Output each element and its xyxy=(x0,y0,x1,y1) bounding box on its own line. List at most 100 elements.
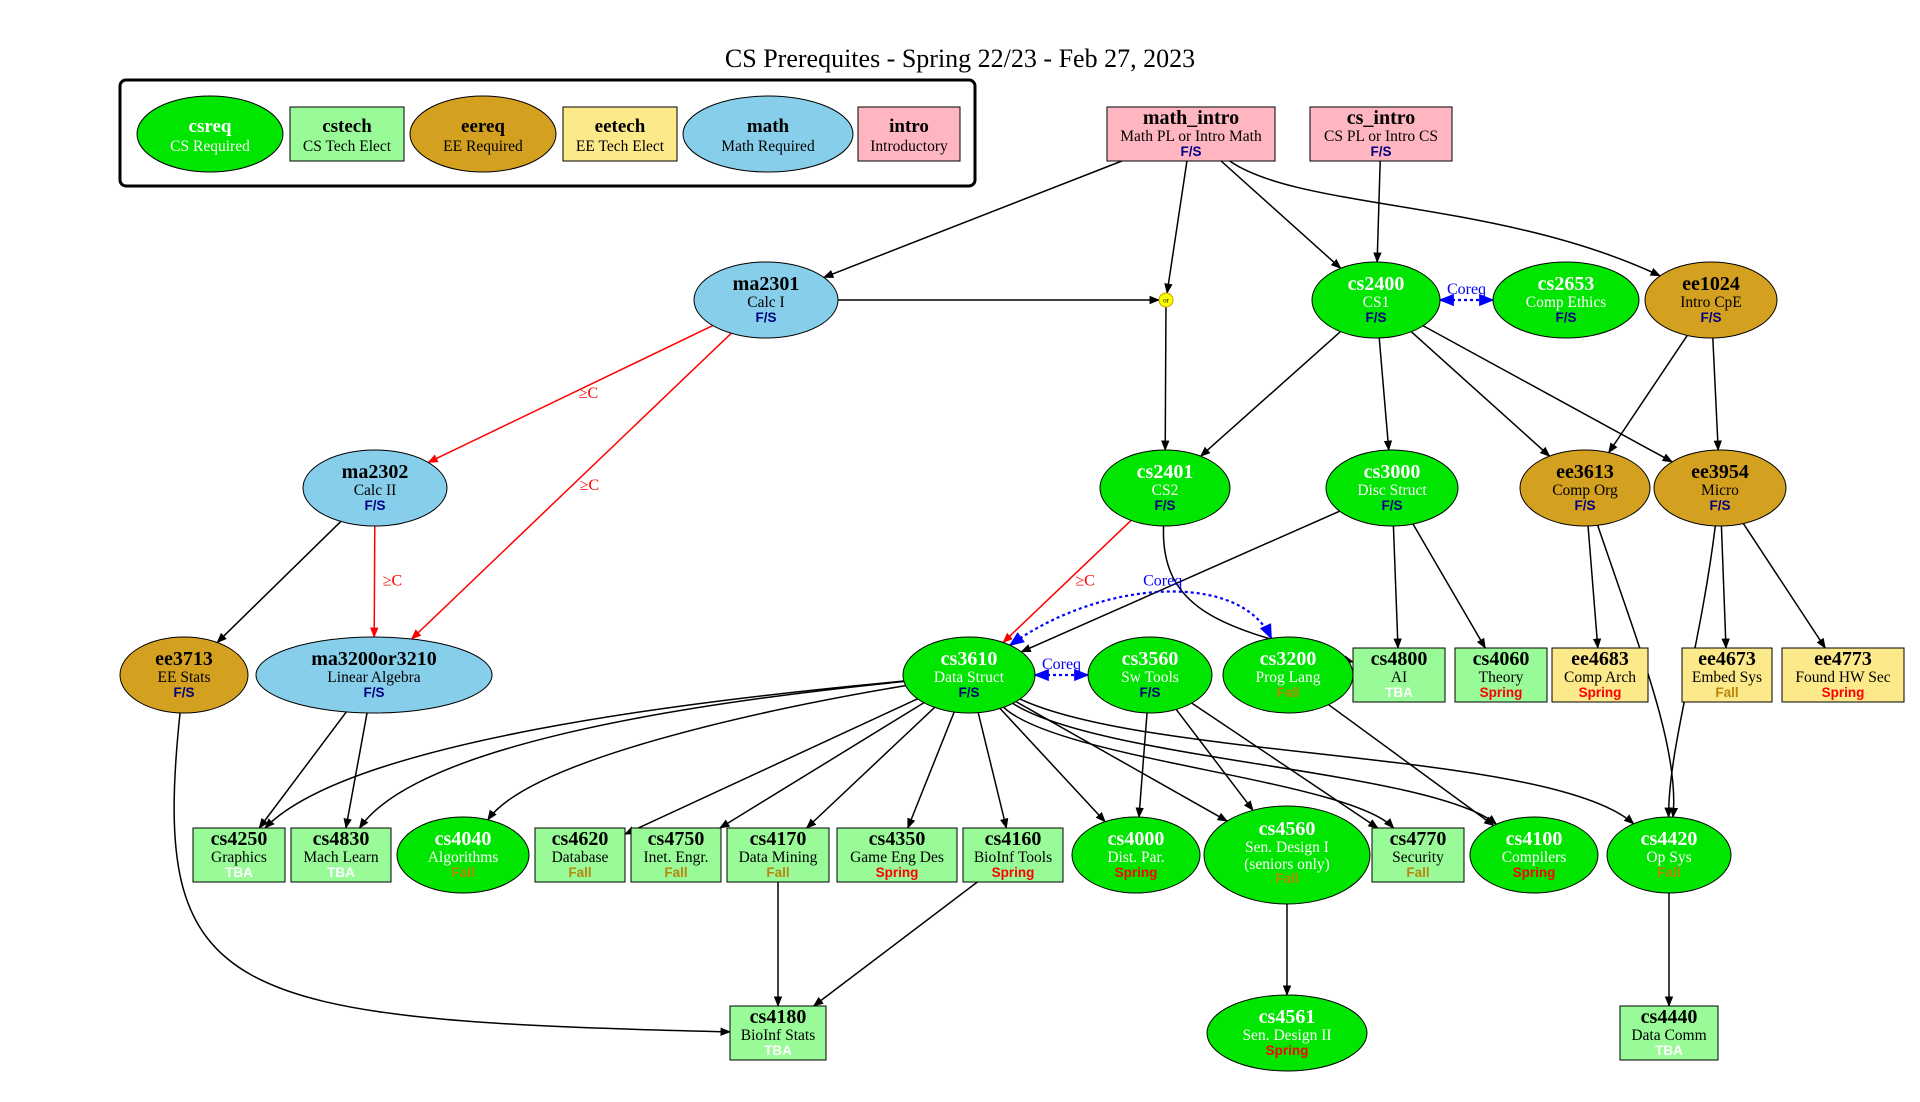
course-code: math_intro xyxy=(1143,107,1239,129)
legend-code: math xyxy=(747,116,790,137)
edge-cs2400-to-ee3613 xyxy=(1410,331,1551,457)
course-ellipse xyxy=(1653,449,1787,527)
course-code: cs4180 xyxy=(750,1006,807,1028)
course-ellipse xyxy=(693,261,839,339)
course-box xyxy=(1781,647,1905,703)
course-ellipse xyxy=(1206,994,1368,1072)
edge-ma2302-to-ma3200or3210 xyxy=(370,525,379,639)
course-term: Fall xyxy=(1275,871,1298,886)
course-code: ee3613 xyxy=(1556,461,1614,483)
edge-cs3610-to-cs4620 xyxy=(624,698,918,835)
edge-label: ≥C xyxy=(580,477,599,494)
course-term: F/S xyxy=(1574,498,1595,513)
course-box xyxy=(1551,647,1649,703)
course-name: Database xyxy=(552,849,609,866)
edge-cs3610-to-cs4160 xyxy=(977,712,1009,830)
edge-cs3610-to-cs4830 xyxy=(358,680,905,829)
edge-label: ≥C xyxy=(1075,572,1094,589)
course-code: cs4620 xyxy=(552,828,609,850)
course-ellipse xyxy=(302,449,448,527)
legend-swatch-intro xyxy=(857,106,961,162)
course-code: cs3200 xyxy=(1260,648,1317,670)
course-code: cs4170 xyxy=(750,828,807,850)
course-term: Spring xyxy=(1266,1043,1309,1058)
edge-math_intro-to-ee1024 xyxy=(1229,160,1661,277)
edge-ma3200or3210-to-cs4830 xyxy=(343,712,368,830)
course-ellipse xyxy=(902,636,1036,714)
course-term: F/S xyxy=(364,498,385,513)
or-junction: or xyxy=(1158,292,1174,308)
edge-math_intro-to-or xyxy=(1164,160,1188,295)
course-code: cs4440 xyxy=(1641,1006,1698,1028)
edge-cs3610-to-cs4170 xyxy=(805,706,936,829)
course-name: Inet. Engr. xyxy=(644,849,709,866)
course-term: Fall xyxy=(1276,685,1299,700)
course-term: F/S xyxy=(1381,498,1402,513)
course-name: Comp Org xyxy=(1552,482,1618,499)
course-box xyxy=(1309,106,1453,162)
course-term: Spring xyxy=(992,865,1035,880)
course-code: cs4830 xyxy=(313,828,370,850)
course-code: cs2653 xyxy=(1538,273,1595,295)
course-box xyxy=(290,827,392,883)
course-name: Algorithms xyxy=(428,849,499,866)
course-term: F/S xyxy=(755,310,776,325)
course-name: Found HW Sec xyxy=(1795,669,1890,686)
course-term: TBA xyxy=(1655,1043,1683,1058)
course-term: F/S xyxy=(173,685,194,700)
course-code: ee4773 xyxy=(1814,648,1872,670)
legend-name: CS Required xyxy=(170,138,250,155)
edge-cs2401-to-cs3610 xyxy=(1002,519,1132,644)
course-ellipse xyxy=(1071,816,1201,894)
edge-cs3560-to-cs4560 xyxy=(1175,708,1254,812)
course-code: cs4560 xyxy=(1259,818,1316,840)
course-code: cs4750 xyxy=(648,828,705,850)
course-name: CS1 xyxy=(1363,294,1390,311)
course-name: Linear Algebra xyxy=(327,669,421,686)
legend-swatch-eetech xyxy=(562,106,678,162)
course-name: CS PL or Intro CS xyxy=(1324,128,1438,145)
edge-cs2400-to-ee3954 xyxy=(1422,325,1674,463)
course-code: cs4040 xyxy=(435,828,492,850)
course-name: Theory xyxy=(1479,669,1524,686)
edge-cs3560-to-cs4770 xyxy=(1191,702,1379,829)
